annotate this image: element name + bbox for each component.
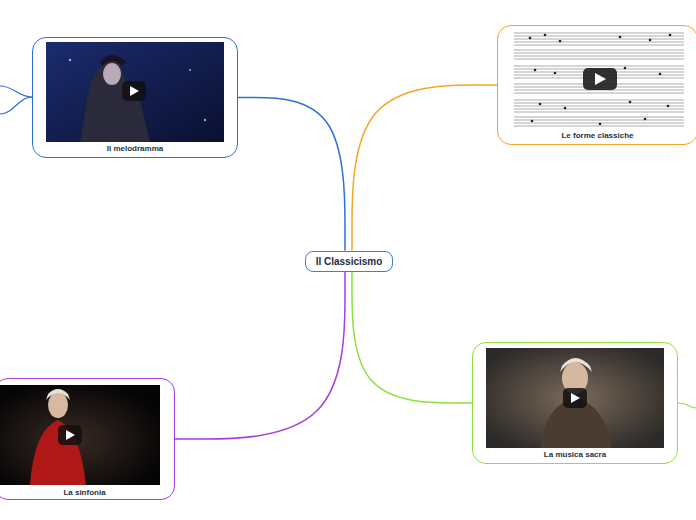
topic-box: Le forme classiche <box>497 25 696 145</box>
branch-line <box>678 403 696 408</box>
branch-connector <box>175 272 345 440</box>
branch-connector <box>352 272 472 404</box>
topic-caption: Le forme classiche <box>498 131 696 140</box>
branch-line <box>0 86 32 97</box>
branch-line <box>0 97 32 114</box>
topic-box: Il melodramma <box>32 37 238 158</box>
branch-connector <box>238 98 345 251</box>
topic-box: La sinfonia <box>0 378 175 500</box>
topic-caption: Il melodramma <box>33 144 237 153</box>
video-thumbnail <box>512 29 686 128</box>
topic-box: La musica sacra <box>472 342 678 464</box>
branch-connector <box>352 85 497 251</box>
central-topic: Il Classicismo <box>305 251 394 272</box>
topic-caption: La musica sacra <box>473 450 677 459</box>
video-thumbnail <box>46 42 224 142</box>
topic-title: Il Classicismo <box>316 256 383 267</box>
topic-caption: La sinfonia <box>0 488 174 497</box>
video-thumbnail <box>0 385 160 485</box>
video-thumbnail <box>486 348 664 448</box>
